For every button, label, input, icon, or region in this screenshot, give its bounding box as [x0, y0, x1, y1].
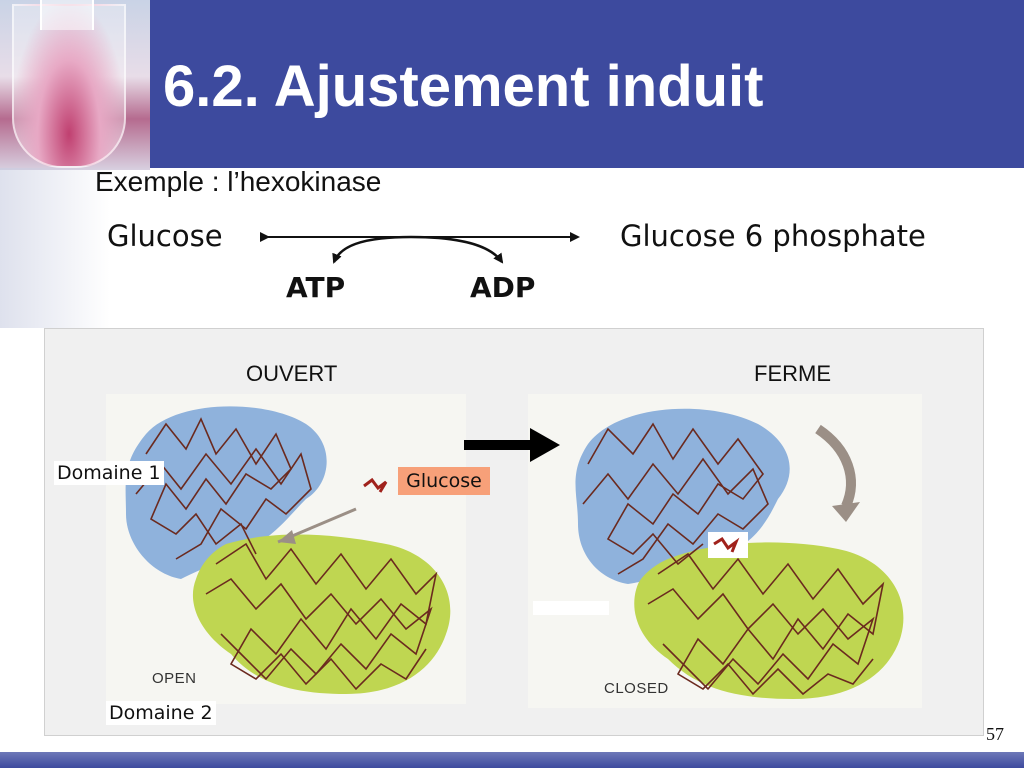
flask-glass — [12, 4, 126, 168]
adp-curve-arrow — [410, 235, 504, 264]
open-state-label: OUVERT — [246, 361, 338, 386]
domain1-label: Domaine 1 — [54, 461, 164, 485]
footer-bar — [0, 752, 1024, 768]
slide-title: 6.2. Ajustement induit — [163, 54, 764, 119]
transition-arrow — [464, 428, 560, 462]
slide-subtitle: Exemple : l’hexokinase — [95, 166, 382, 197]
open-protein-drawing — [125, 406, 451, 694]
closed-conformation-image: CLOSED — [528, 394, 922, 708]
closed-state-label: FERME — [754, 361, 831, 386]
atp-label: ATP — [286, 271, 346, 304]
domain2-label: Domaine 2 — [106, 701, 216, 725]
substrate-label: Glucose — [107, 219, 223, 253]
white-patch — [533, 601, 609, 615]
page-number: 57 — [986, 724, 1004, 744]
open-caption: OPEN — [152, 670, 197, 687]
title-bar — [0, 0, 1024, 168]
glucose-molecule-closed — [713, 536, 740, 553]
flask-image — [0, 0, 150, 170]
open-conformation-image: OPEN — [106, 394, 466, 704]
closed-caption: CLOSED — [604, 680, 669, 697]
glucose-molecule-open — [363, 477, 388, 493]
closed-protein-drawing — [533, 408, 904, 699]
adp-label: ADP — [470, 271, 536, 304]
flask-neck — [40, 0, 94, 30]
product-label: Glucose 6 phosphate — [620, 219, 926, 253]
closing-arrow — [815, 424, 856, 509]
atp-curve-arrow — [332, 235, 412, 264]
decorative-fade — [0, 168, 110, 328]
glucose-tag: Glucose — [398, 467, 490, 495]
glucose-pocket — [708, 532, 748, 558]
reaction-arrows — [260, 232, 580, 264]
